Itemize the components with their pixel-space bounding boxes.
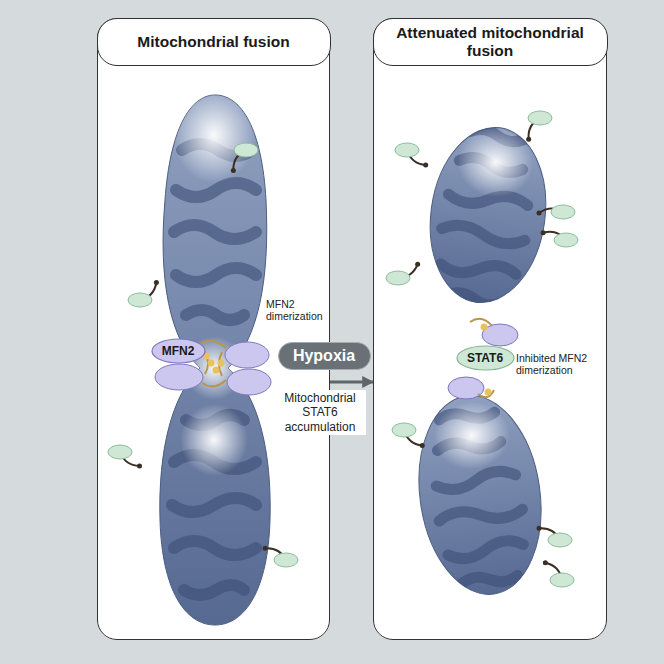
stat6-protein	[548, 533, 572, 547]
linker-loop	[470, 319, 492, 326]
crista	[172, 498, 256, 512]
stalk-anchor	[231, 168, 236, 173]
stat6-protein	[234, 143, 258, 157]
panel-heading: Attenuated mitochondrial fusion	[373, 18, 608, 66]
stalk-anchor	[423, 163, 428, 168]
highlight	[429, 397, 514, 475]
mfn2-protein	[448, 377, 484, 399]
mitochondrion	[407, 388, 554, 603]
panel-ground	[97, 18, 330, 640]
stalk-anchor	[137, 463, 142, 468]
edge-label: Mitochondrial STAT6 accumulation	[274, 390, 366, 435]
stalk-anchor	[541, 230, 546, 235]
stat6-protein	[128, 293, 152, 307]
highlight	[172, 87, 256, 183]
crista	[446, 291, 503, 307]
annotation-label: MFN2 dimerization	[266, 298, 328, 322]
crista	[462, 572, 519, 588]
stalk-anchor	[415, 262, 420, 267]
crista	[174, 541, 256, 555]
crista	[184, 585, 244, 595]
crista	[176, 183, 256, 197]
stat6-protein	[108, 445, 132, 459]
highlight	[180, 404, 248, 476]
mfn2-protein	[225, 342, 269, 368]
stalk-anchor	[154, 280, 159, 285]
node-label: Hypoxia	[293, 347, 355, 365]
crista	[440, 258, 517, 280]
linker-loop	[200, 341, 226, 348]
stat6-protein	[554, 233, 578, 247]
mitochondrion	[419, 120, 556, 310]
ellipse-shape	[457, 346, 514, 370]
binding-dot	[213, 367, 220, 374]
panel-heading: Mitochondrial fusion	[97, 18, 331, 66]
panel-ground	[373, 18, 607, 640]
crista	[435, 469, 516, 492]
panel: Attenuated mitochondrial fusionSTAT6	[373, 18, 607, 640]
crista	[174, 225, 256, 239]
binding-dot	[485, 389, 492, 396]
node-label: MFN2	[162, 344, 195, 358]
stat6-protein	[551, 205, 575, 219]
process-arrow	[330, 381, 373, 384]
crista	[441, 223, 526, 247]
stalk-anchor	[420, 443, 425, 448]
stalk-anchor	[543, 560, 548, 565]
ellipse-shape	[152, 339, 205, 363]
condition-pill: Hypoxia	[278, 342, 371, 370]
mfn2-protein: MFN2	[151, 338, 206, 364]
binding-dot	[218, 360, 225, 367]
mfn2-protein	[155, 364, 203, 390]
crista	[176, 268, 256, 282]
binding-dot	[208, 360, 215, 367]
stalk-anchor	[537, 526, 542, 531]
highlight	[453, 124, 538, 202]
stat6-protein	[274, 553, 298, 567]
binding-dot	[481, 324, 488, 331]
mfn2-protein	[227, 369, 271, 395]
node-label: STAT6	[467, 351, 503, 365]
panel: Mitochondrial fusionMFN2	[97, 18, 330, 640]
stalk-anchor	[537, 210, 542, 215]
linker-loop	[202, 380, 226, 386]
stalk-anchor	[526, 137, 531, 142]
stat6-protein: STAT6	[456, 345, 515, 371]
stat6-protein	[528, 111, 552, 125]
stat6-protein	[386, 271, 410, 285]
stalk-anchor	[263, 546, 268, 551]
stat6-protein	[550, 573, 574, 587]
annotation-label: Inhibited MFN2 dimerization	[516, 352, 602, 376]
crista	[447, 539, 524, 561]
crista	[186, 310, 244, 320]
stat6-protein	[395, 143, 419, 157]
crista	[438, 503, 523, 527]
stat6-protein	[392, 423, 416, 437]
